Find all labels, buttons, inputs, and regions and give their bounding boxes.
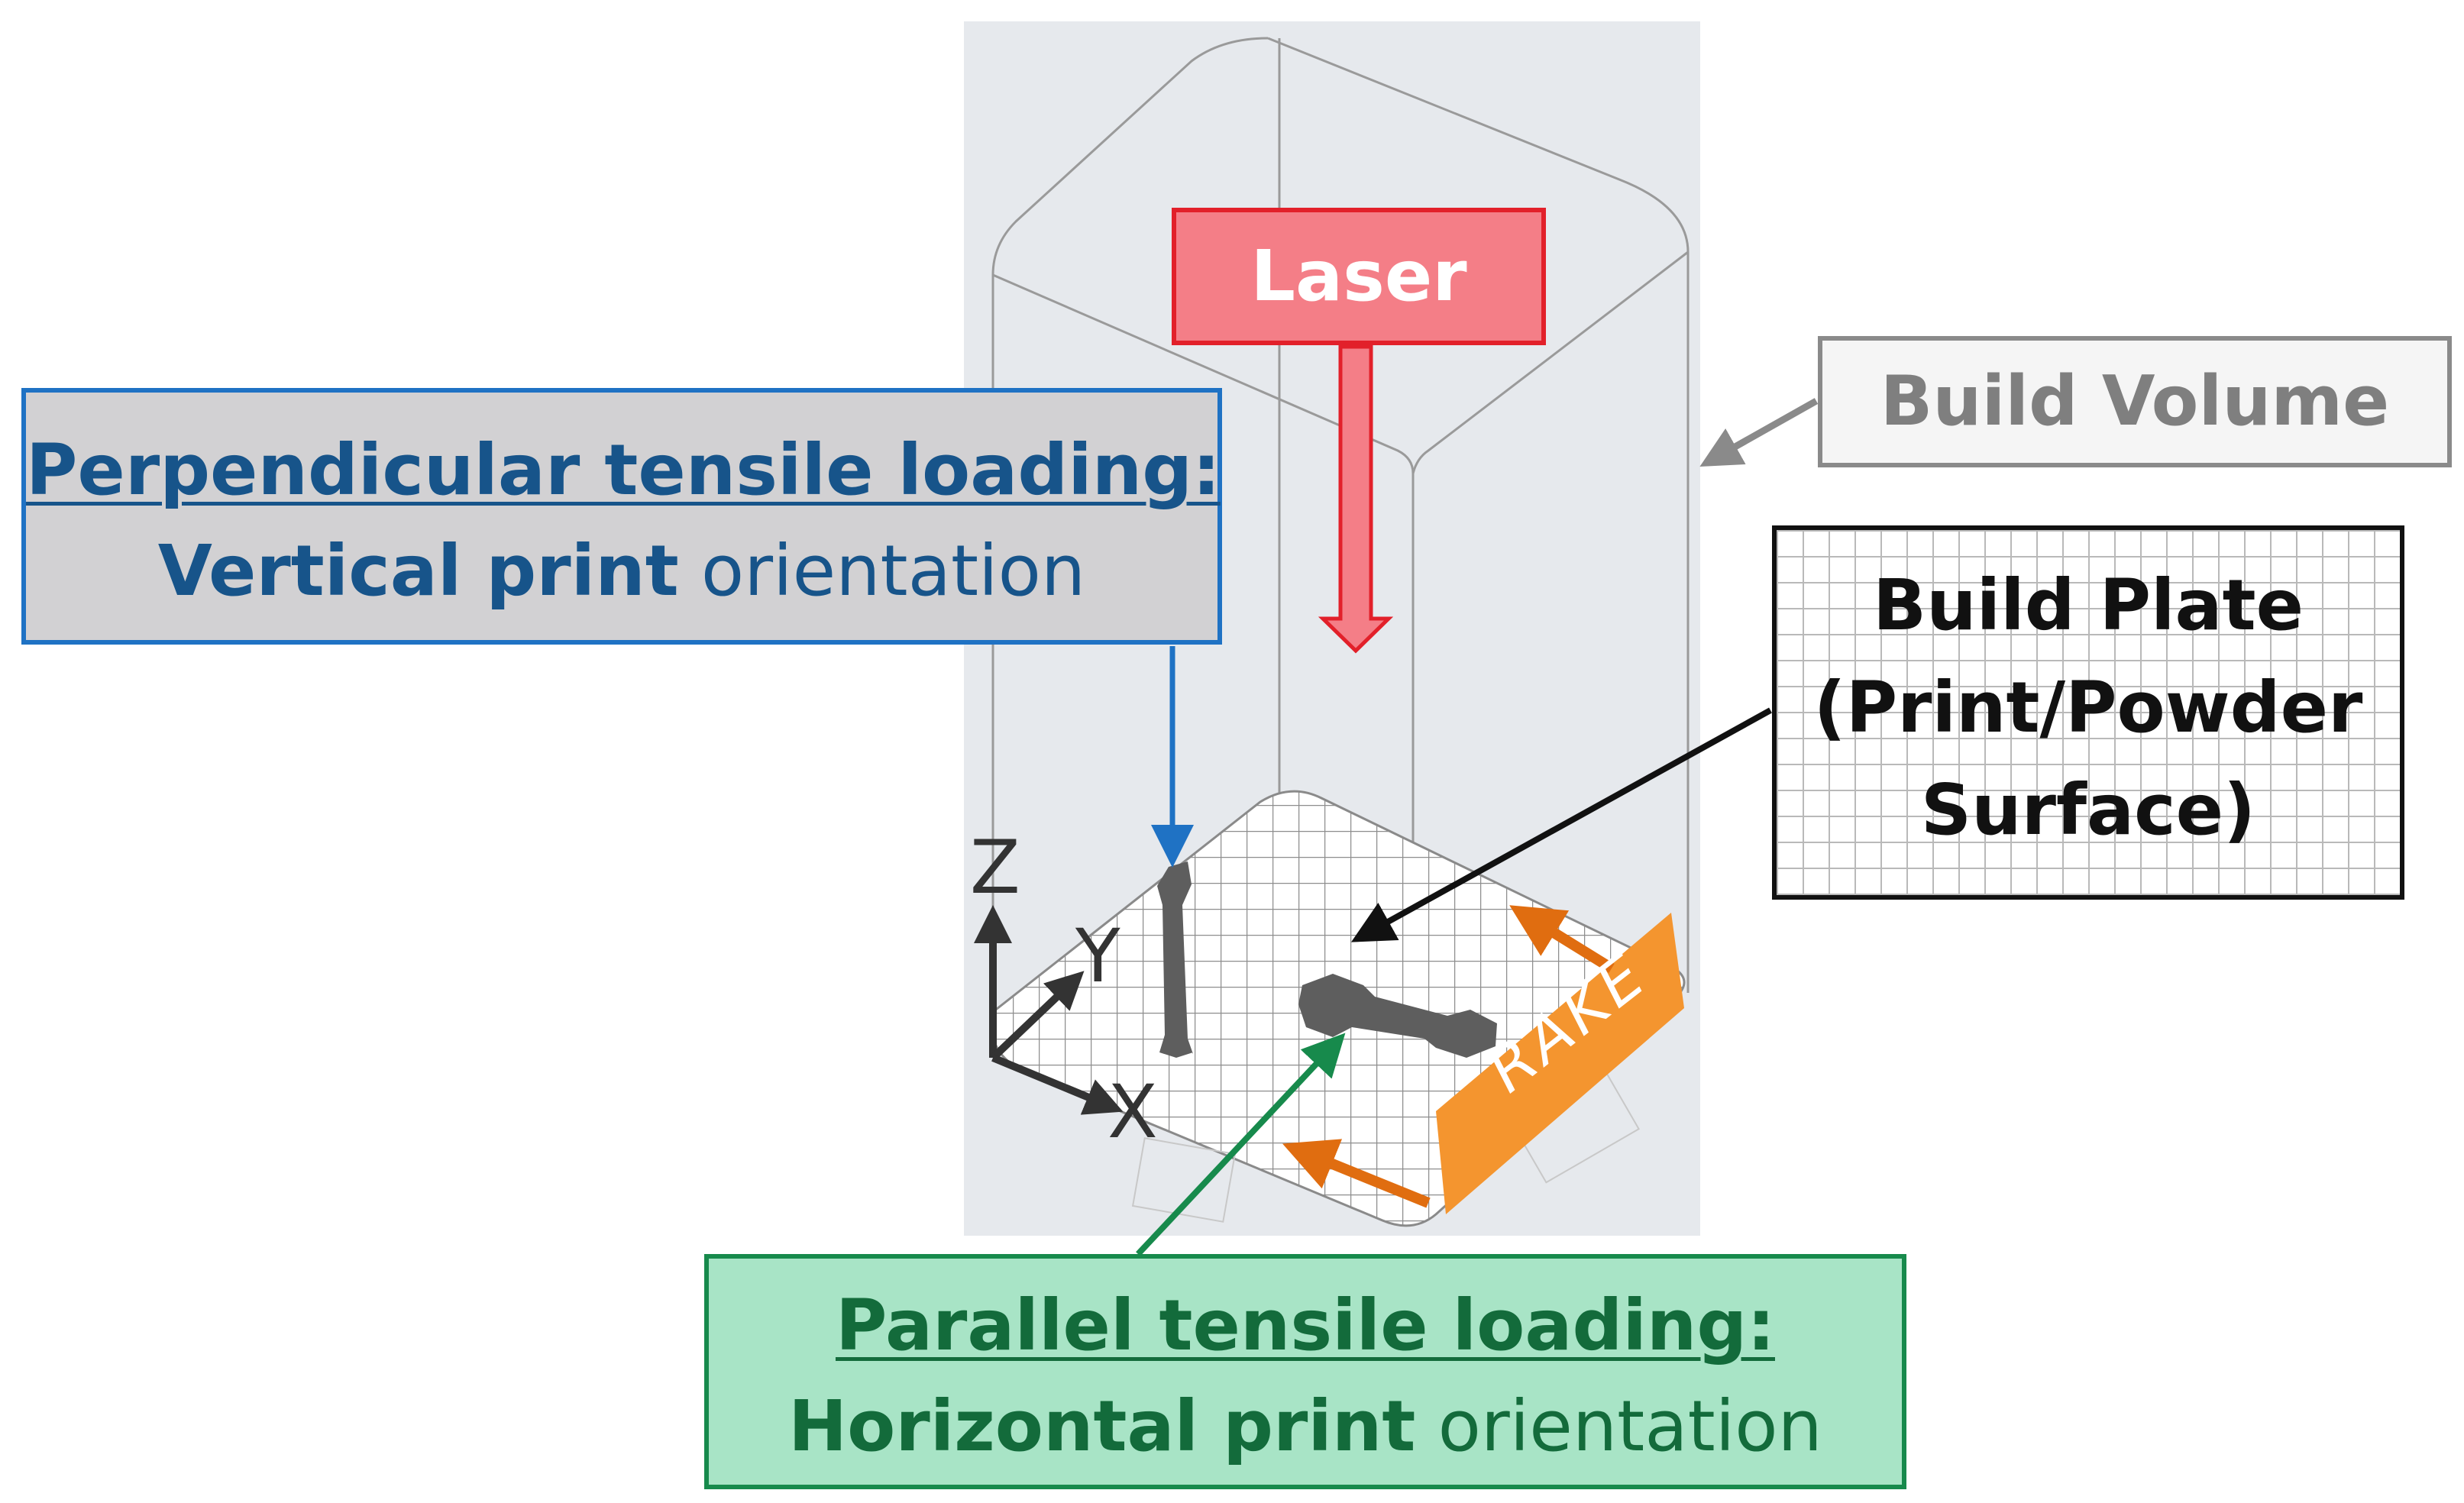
build-volume-wireframe xyxy=(991,37,1690,1191)
parallel-orientation-bold: Horizontal print xyxy=(788,1385,1416,1467)
laser-label-box: Laser xyxy=(1172,208,1546,345)
parallel-callout-arrow xyxy=(1136,1033,1346,1256)
parallel-heading: Parallel tensile loading: xyxy=(835,1285,1775,1366)
vertical-specimen xyxy=(1157,861,1193,1058)
x-axis xyxy=(991,1054,1124,1115)
x-axis-label: X xyxy=(1108,1069,1158,1155)
horizontal-specimen xyxy=(1298,974,1497,1058)
perpendicular-orientation-normal: orientation xyxy=(678,530,1086,612)
laser-arrow xyxy=(1318,344,1394,654)
perpendicular-loading-box: Perpendicular tensile loading: Vertical … xyxy=(21,388,1222,645)
build-volume-label-box: Build Volume xyxy=(1818,336,2452,467)
y-axis xyxy=(990,971,1085,1061)
y-axis-label: Y xyxy=(1075,913,1120,999)
build-volume-callout-arrow xyxy=(1699,398,1819,467)
build-volume-label: Build Volume xyxy=(1880,361,2390,441)
rake-arrow-top xyxy=(1509,905,1615,973)
build-plate-label-box: Build Plate (Print/Powder Surface) xyxy=(1772,525,2404,900)
laser-label: Laser xyxy=(1250,235,1467,317)
perpendicular-orientation-bold: Vertical print xyxy=(157,530,679,612)
build-plate-label-line-1: Build Plate xyxy=(1873,564,2304,646)
rake-bar xyxy=(1436,913,1684,1214)
parallel-orientation-normal: orientation xyxy=(1415,1385,1822,1467)
rake-arrow-bottom xyxy=(1282,1139,1431,1208)
z-axis-label: Z xyxy=(970,825,1020,910)
build-plate-callout-arrow xyxy=(1350,707,1772,942)
perpendicular-heading: Perpendicular tensile loading: xyxy=(26,429,1221,511)
parallel-loading-box: Parallel tensile loading: Horizontal pri… xyxy=(704,1254,1906,1489)
build-plate-label-line-2: (Print/Powder xyxy=(1813,667,2363,748)
build-plate-label-line-3: Surface) xyxy=(1920,769,2256,851)
